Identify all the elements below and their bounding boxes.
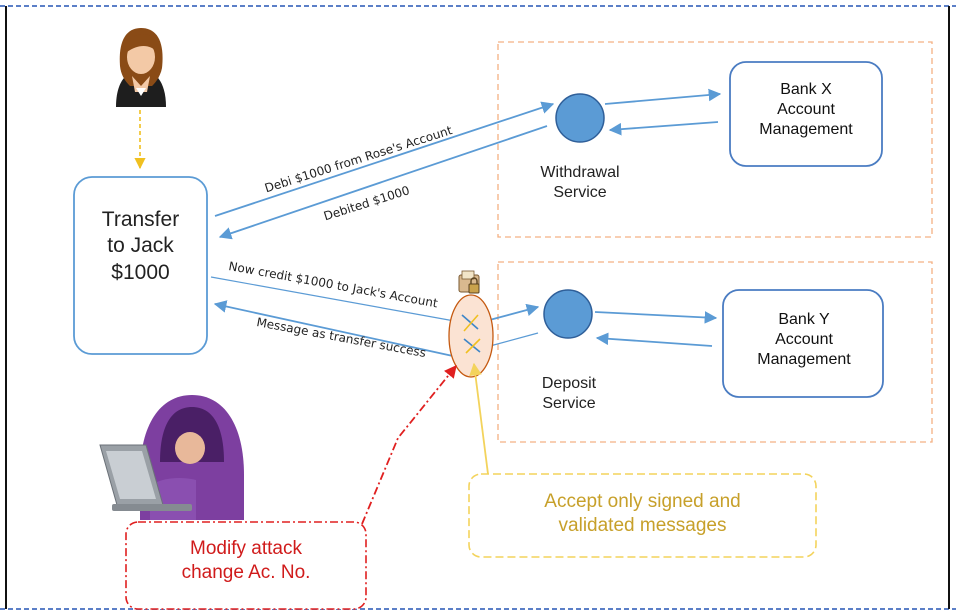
hacker-laptop-icon [99, 395, 244, 520]
interception-point [448, 294, 494, 378]
bank-y-to-deposit-arrow [595, 332, 713, 347]
bank-x-box[interactable] [729, 61, 883, 167]
withdrawal-service-node[interactable] [555, 93, 605, 143]
credit-response-arrow [213, 300, 463, 359]
user-woman-icon [116, 28, 166, 107]
outer-frame [0, 5, 956, 610]
bank-x-label: Bank X Account Management [759, 81, 853, 138]
defense-arrow [469, 362, 489, 475]
deposit-to-bank-y-arrow [594, 311, 718, 324]
deposit-service-label: Deposit Service [541, 375, 597, 412]
bank-y-label: Bank Y Account Management [757, 311, 851, 368]
bank-y-zone [497, 261, 933, 443]
credit-response-line [489, 332, 539, 347]
padlock-document-icon [458, 270, 480, 294]
withdrawal-service-label: Withdrawal Service [540, 164, 620, 201]
client-box[interactable] [73, 176, 208, 355]
deposit-service-node[interactable] [543, 289, 593, 339]
bank-y-box[interactable] [722, 289, 884, 398]
defense-note-text: Accept only signed and validated message… [544, 491, 741, 536]
attack-note-text: Modify attack change Ac. No. [181, 538, 311, 583]
debit-response-arrow [218, 125, 548, 240]
bank-x-to-withdrawal-arrow [608, 121, 719, 136]
debit-request-arrow [214, 101, 555, 217]
credit-request-line [210, 276, 461, 323]
tamper-cross-marks [461, 314, 481, 354]
attack-note-box [125, 521, 367, 610]
attack-arrow [361, 365, 457, 525]
bank-x-zone [497, 41, 933, 238]
defense-note-box [468, 473, 817, 558]
withdrawal-to-bank-x-arrow [604, 88, 722, 105]
client-label: Transfer to Jack $1000 [101, 208, 180, 284]
